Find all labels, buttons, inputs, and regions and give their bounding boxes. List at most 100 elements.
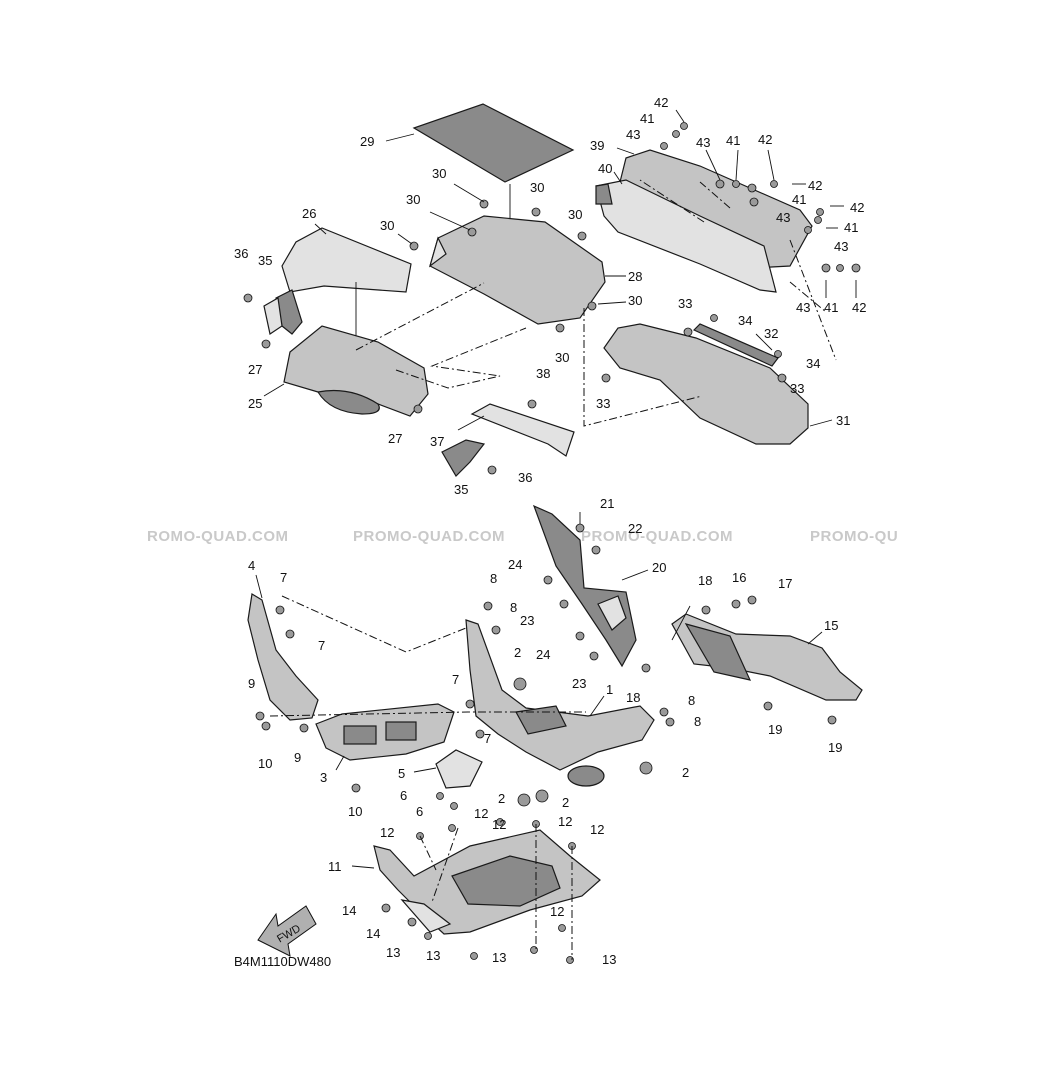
callout-42: 42 [852,300,866,315]
fwd-arrow-icon: FWD [257,905,317,957]
diagram-reference-code: B4M1110DW480 [234,954,331,969]
callout-12: 12 [590,822,604,837]
callout-43: 43 [796,300,810,315]
callout-43: 43 [626,127,640,142]
callout-43: 43 [696,135,710,150]
callout-14: 14 [366,926,380,941]
part-1-front-bumper [465,619,655,771]
callout-28: 28 [628,269,642,284]
callout-8: 8 [688,693,695,708]
callout-2: 2 [514,645,521,660]
callout-42: 42 [758,132,772,147]
callout-6: 6 [400,788,407,803]
callout-10: 10 [348,804,362,819]
callout-16: 16 [732,570,746,585]
callout-19: 19 [828,740,842,755]
callout-30: 30 [530,180,544,195]
part-29-mat [412,103,575,183]
callout-23: 23 [520,613,534,628]
callout-35: 35 [258,253,272,268]
callout-42: 42 [808,178,822,193]
callout-8: 8 [510,600,517,615]
callout-42: 42 [654,95,668,110]
callout-30: 30 [555,350,569,365]
callout-23: 23 [572,676,586,691]
part-28-panel [429,215,606,325]
callout-7: 7 [484,731,491,746]
callout-9: 9 [294,750,301,765]
part-4-side-panel [247,593,319,721]
callout-17: 17 [778,576,792,591]
callout-22: 22 [628,521,642,536]
callout-4: 4 [248,558,255,573]
callout-30: 30 [406,192,420,207]
callout-34: 34 [806,356,820,371]
callout-33: 33 [596,396,610,411]
callout-11: 11 [328,859,342,874]
callout-18: 18 [698,573,712,588]
callout-39: 39 [590,138,604,153]
part-3-bumper-lower [315,703,455,761]
part-40-shield-back [595,179,777,293]
callout-43: 43 [776,210,790,225]
part-35-bracket-lower [441,439,486,477]
watermark-3: PROMO-QUAD.COM [581,528,733,545]
callout-13: 13 [386,945,400,960]
callout-1: 1 [606,682,613,697]
callout-8: 8 [490,571,497,586]
callout-27: 27 [248,362,262,377]
callout-7: 7 [318,638,325,653]
callout-32: 32 [764,326,778,341]
part-26-cover [281,227,412,293]
callout-24: 24 [536,647,550,662]
callout-12: 12 [380,825,394,840]
callout-12: 12 [550,904,564,919]
callout-2: 2 [682,765,689,780]
callout-labels: 29 30 30 30 30 30 30 30 26 36 35 27 25 2… [234,95,866,967]
watermark-2: PROMO-QUAD.COM [353,528,505,545]
callout-33: 33 [790,381,804,396]
callout-6: 6 [416,804,423,819]
callout-7: 7 [280,570,287,585]
callout-41: 41 [844,220,858,235]
callout-43: 43 [834,239,848,254]
callout-34: 34 [738,313,752,328]
callout-18: 18 [626,690,640,705]
callout-41: 41 [792,192,806,207]
callout-41: 41 [824,300,838,315]
callout-3: 3 [320,770,327,785]
callout-19: 19 [768,722,782,737]
callout-12: 12 [558,814,572,829]
callout-31: 31 [836,413,850,428]
callout-21: 21 [600,496,614,511]
callout-13: 13 [492,950,506,965]
callout-7: 7 [452,672,459,687]
callout-24: 24 [508,557,522,572]
callout-2: 2 [562,795,569,810]
callout-25: 25 [248,396,262,411]
callout-36: 36 [234,246,248,261]
callout-27: 27 [388,431,402,446]
callout-30: 30 [380,218,394,233]
callout-10: 10 [258,756,272,771]
callout-13: 13 [426,948,440,963]
part-37-plate [470,403,575,457]
callout-9: 9 [248,676,255,691]
callout-33: 33 [678,296,692,311]
callout-12: 12 [492,817,506,832]
callout-30: 30 [628,293,642,308]
callout-14: 14 [342,903,356,918]
callout-41: 41 [640,111,654,126]
part-5-bracket [435,749,483,789]
callout-42: 42 [850,200,864,215]
callout-12: 12 [474,806,488,821]
callout-41: 41 [726,133,740,148]
callout-2: 2 [498,791,505,806]
callout-37: 37 [430,434,444,449]
callout-5: 5 [398,766,405,781]
watermark-4: PROMO-QU [810,528,898,545]
callout-13: 13 [602,952,616,967]
callout-38: 38 [536,366,550,381]
callout-29: 29 [360,134,374,149]
